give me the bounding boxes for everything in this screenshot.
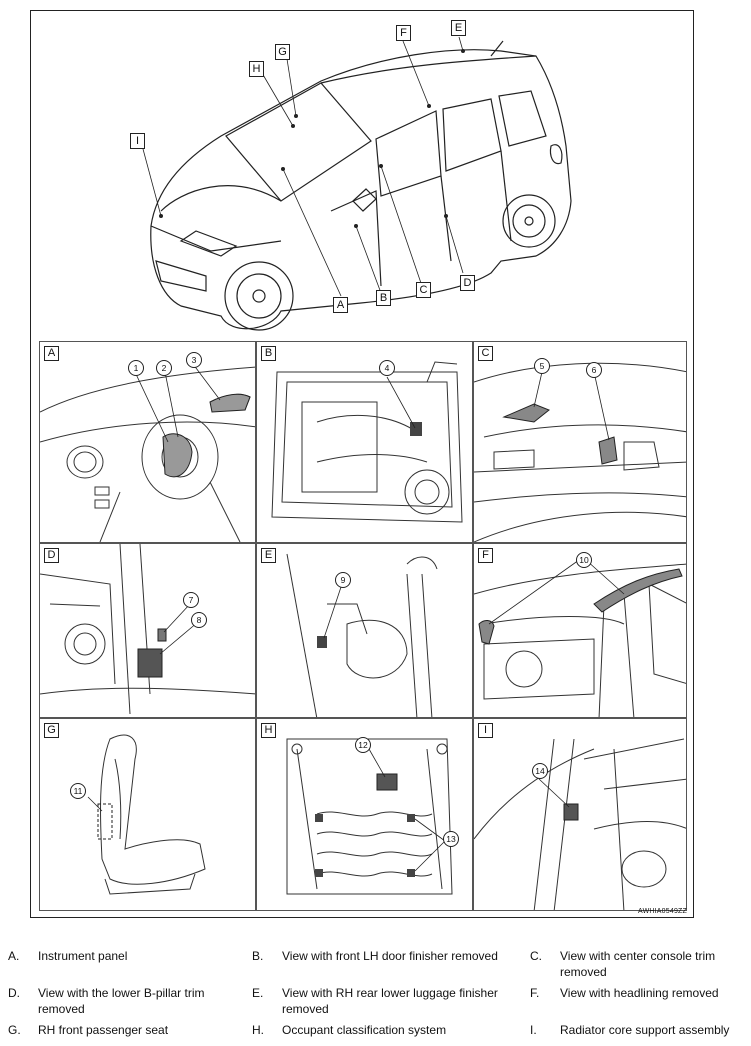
door-finisher-drawing [271, 361, 463, 523]
overview-label-e: E [451, 20, 466, 36]
overview-label-h: H [249, 61, 264, 77]
panel-d: D 7 8 [39, 543, 256, 718]
overview-label-i: I [130, 133, 145, 149]
overview-label-b: B [376, 290, 391, 306]
illustration-figure: I H G F E A B C D A 1 2 3 [30, 10, 694, 918]
callout-7: 7 [183, 592, 199, 608]
callout-8: 8 [191, 612, 207, 628]
luggage-finisher-drawing [286, 553, 438, 717]
panel-label-a: A [44, 346, 59, 361]
callout-11: 11 [70, 783, 86, 799]
callout-5: 5 [534, 358, 550, 374]
overview-label-d: D [460, 275, 475, 291]
overview-label-a: A [333, 297, 348, 313]
callout-9: 9 [335, 572, 351, 588]
panel-label-d: D [44, 548, 59, 563]
panel-label-b: B [261, 346, 276, 361]
center-console-drawing [474, 362, 686, 542]
panel-label-h: H [261, 723, 276, 738]
panel-c: C 5 6 [473, 341, 687, 543]
overview-label-f: F [396, 25, 411, 41]
legend-item-e: E.View with RH rear lower luggage finish… [252, 986, 498, 1016]
panel-label-e: E [261, 548, 276, 563]
panel-label-c: C [478, 346, 493, 361]
callout-1: 1 [128, 360, 144, 376]
legend-item-f: F.View with headlining removed [530, 986, 719, 1000]
panel-b: B 4 [256, 341, 473, 543]
callout-12: 12 [355, 737, 371, 753]
overview-label-g: G [275, 44, 290, 60]
panel-a: A 1 2 3 [39, 341, 256, 543]
callout-2: 2 [156, 360, 172, 376]
legend-item-a: A.Instrument panel [8, 949, 128, 963]
callout-6: 6 [586, 362, 602, 378]
panel-i: I 14 [473, 718, 687, 911]
legend-item-c: C.View with center console trim removed [530, 949, 716, 979]
panel-h: H 12 13 [256, 718, 473, 911]
panel-g: G 11 [39, 718, 256, 911]
occupant-classification-drawing [286, 738, 453, 895]
b-pillar-drawing [40, 544, 255, 715]
legend-item-h: H.Occupant classification system [252, 1023, 447, 1037]
callout-14: 14 [532, 763, 548, 779]
headlining-drawing [474, 559, 686, 717]
radiator-core-drawing [474, 738, 686, 910]
vehicle-overview-drawing [142, 36, 572, 331]
panel-f: F 10 [473, 543, 687, 718]
passenger-seat-drawing [87, 734, 206, 895]
callout-13: 13 [443, 831, 459, 847]
legend-item-g: G.RH front passenger seat [8, 1023, 169, 1037]
instrument-panel-drawing [40, 363, 255, 542]
legend-item-b: B.View with front LH door finisher remov… [252, 949, 498, 963]
figure-code: AWHIA0549ZZ [637, 908, 687, 915]
legend-item-i: I.Radiator core support assembly [530, 1023, 730, 1037]
panel-label-g: G [44, 723, 59, 738]
panel-e: E 9 [256, 543, 473, 718]
callout-10: 10 [576, 552, 592, 568]
legend-item-d: D.View with the lower B-pillar trim remo… [8, 986, 205, 1016]
panel-label-i: I [478, 723, 493, 738]
callout-4: 4 [379, 360, 395, 376]
overview-label-c: C [416, 282, 431, 298]
panel-label-f: F [478, 548, 493, 563]
callout-3: 3 [186, 352, 202, 368]
